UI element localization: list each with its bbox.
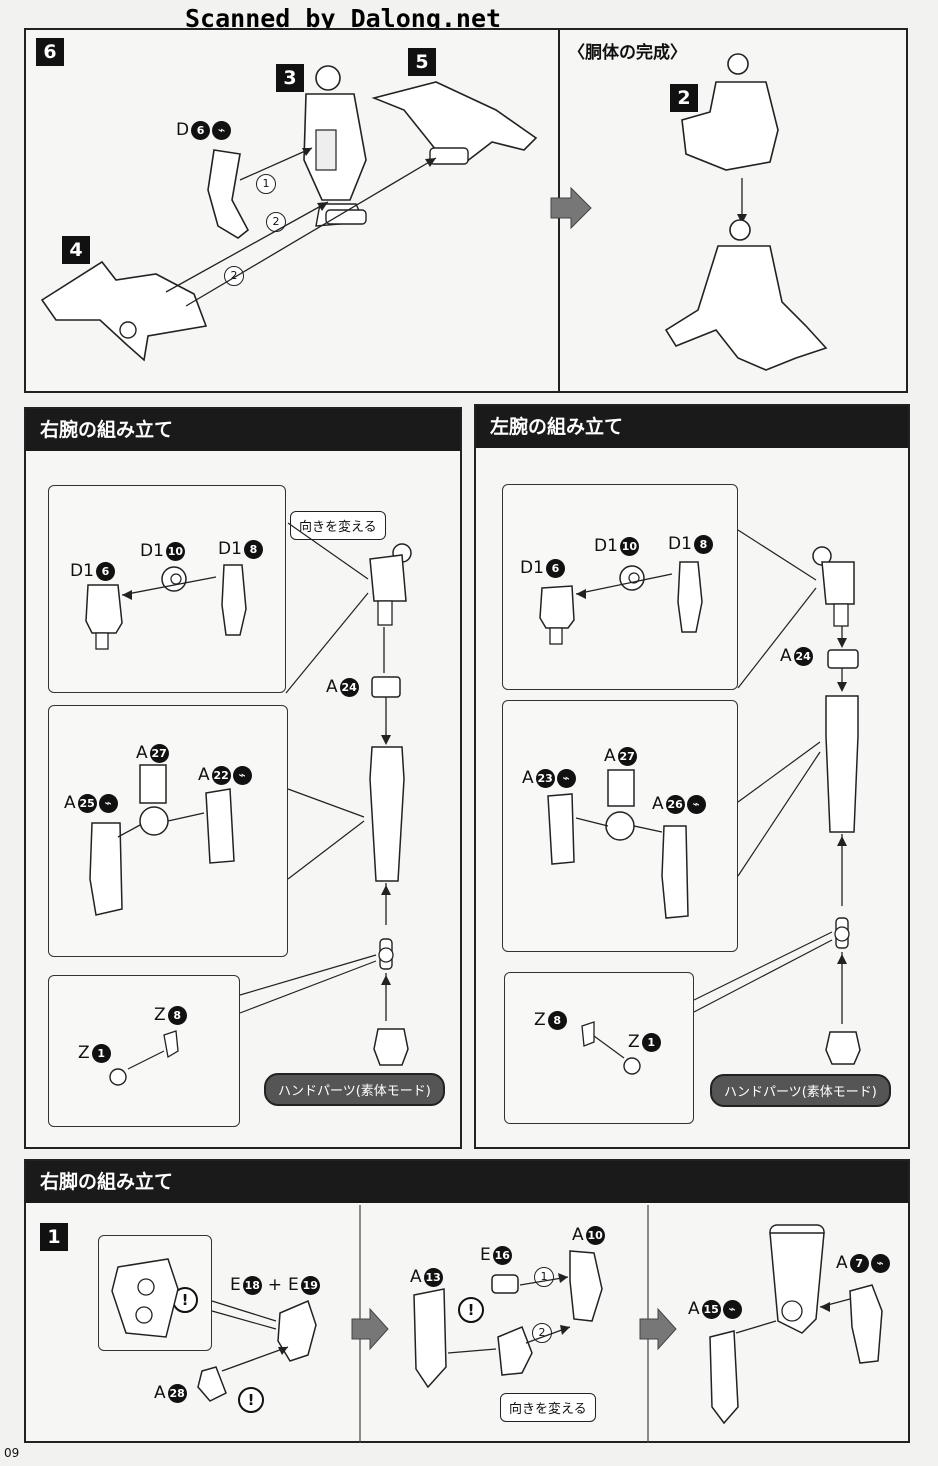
right-leg-illustration <box>111 1205 883 1443</box>
step-number: 6 <box>36 38 64 66</box>
cut-icon: ⌁ <box>686 794 706 814</box>
caution-icon: ! <box>238 1387 264 1413</box>
left-arm-title: 左腕の組み立て <box>476 406 908 448</box>
page-number: 09 <box>4 1446 20 1460</box>
rotate-callout: 向きを変える <box>500 1393 596 1422</box>
cut-icon: ⌁ <box>722 1299 742 1319</box>
cut-icon: ⌁ <box>870 1253 890 1273</box>
callout-5: 5 <box>408 48 436 76</box>
part-number-badge: 6 <box>191 120 211 140</box>
torso-complete-label: 〈胴体の完成〉 <box>568 43 687 63</box>
upper-arm-inset <box>48 705 288 957</box>
step6-illustration <box>40 53 828 371</box>
left-arm-illustration <box>539 529 861 1075</box>
cut-icon: ⌁ <box>556 768 576 788</box>
order-arrow-2: 2 <box>532 1323 552 1343</box>
wrist-inset <box>504 972 694 1124</box>
right-leg-title: 右脚の組み立て <box>26 1161 908 1203</box>
cut-icon: ⌁ <box>98 793 118 813</box>
part-letter: D <box>176 120 190 140</box>
callout-4: 4 <box>62 236 90 264</box>
hand-parts-label: ハンドパーツ(素体モード) <box>710 1074 891 1107</box>
wrist-inset <box>48 975 240 1127</box>
step6-panel: 6 3 5 4 2 D 6 ⌁ 1 2 2 〈胴体の完成〉 <box>24 28 908 393</box>
callout-2: 2 <box>670 84 698 112</box>
caution-icon: ! <box>458 1297 484 1323</box>
cut-icon: ⌁ <box>232 765 252 785</box>
hand-parts-label: ハンドパーツ(素体モード) <box>264 1073 445 1106</box>
cut-icon: ⌁ <box>212 120 232 140</box>
part-label-d6: D 6 ⌁ <box>176 120 232 140</box>
right-arm-title: 右腕の組み立て <box>26 409 460 451</box>
callout-3: 3 <box>276 64 304 92</box>
right-arm-illustration <box>85 522 412 1086</box>
order-arrow-1: 1 <box>256 174 276 194</box>
step-number: 1 <box>40 1223 68 1251</box>
